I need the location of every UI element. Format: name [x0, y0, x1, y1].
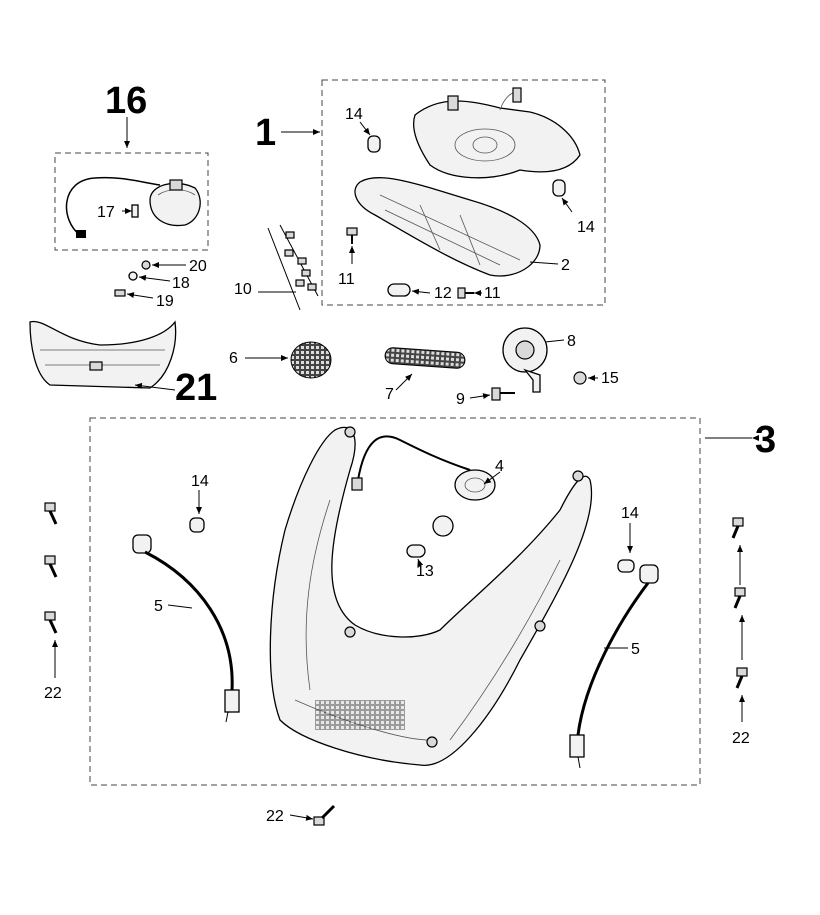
bulb-part-13 [406, 544, 426, 558]
bulb-part-14-right [617, 559, 635, 573]
callout-8: 8 [567, 333, 576, 350]
callout-5-right: 5 [631, 641, 640, 658]
horn-part-8 [502, 327, 548, 393]
nut-part-20 [141, 260, 151, 270]
callout-4: 4 [495, 458, 504, 475]
callout-22-bottom: 22 [266, 808, 284, 825]
callout-3: 3 [755, 419, 776, 461]
callout-15: 15 [601, 370, 619, 387]
callout-6: 6 [229, 350, 238, 367]
bulb-part-14-lower [552, 179, 566, 197]
leader-lines [52, 117, 759, 821]
nut-part-15 [573, 371, 587, 385]
bulb-part-14-left [189, 517, 205, 533]
callout-14-upper: 14 [345, 106, 363, 123]
screw-part-11-right [457, 287, 474, 299]
screws-part-22-right [731, 517, 748, 689]
indicator-lamp-part-16 [65, 176, 201, 238]
screw-set-part-10 [267, 224, 319, 311]
callout-16: 16 [105, 80, 147, 122]
group-box-3 [89, 417, 701, 786]
screw-part-11-left [346, 227, 358, 244]
callout-7: 7 [385, 386, 394, 403]
callout-19: 19 [156, 293, 174, 310]
callout-18: 18 [172, 275, 190, 292]
callout-14-lower: 14 [577, 219, 595, 236]
socket-wire-part-5-left [132, 534, 240, 723]
callout-5-left: 5 [154, 598, 163, 615]
tail-light-lens-part-2 [354, 177, 541, 277]
washer-part-18 [128, 271, 138, 281]
screw-part-22-bottom [313, 804, 336, 826]
front-panel-part-21 [29, 320, 177, 389]
clip-part-17 [131, 204, 139, 218]
callout-1: 1 [255, 112, 276, 154]
callout-21: 21 [175, 367, 217, 409]
headlight-assembly-part-3 [269, 426, 593, 766]
screw-part-19 [114, 289, 126, 297]
callout-22-right: 22 [732, 730, 750, 747]
callout-11-left: 11 [338, 271, 355, 288]
callout-13: 13 [416, 563, 434, 580]
callout-20: 20 [189, 258, 207, 275]
grille-part-6 [290, 341, 332, 379]
wiring-harness-part-4 [351, 435, 496, 537]
callout-17: 17 [97, 204, 115, 221]
grille-part-7 [384, 347, 466, 369]
callout-12: 12 [434, 285, 452, 302]
group-box-1 [321, 79, 606, 306]
callout-9: 9 [456, 391, 465, 408]
bulb-part-12 [387, 283, 411, 297]
callout-14-right: 14 [621, 505, 639, 522]
socket-wire-part-5-right [569, 564, 659, 769]
callout-22-left: 22 [44, 685, 62, 702]
callout-2: 2 [561, 257, 570, 274]
screws-part-22-left [44, 502, 58, 634]
bolt-part-9 [491, 387, 515, 401]
callout-10: 10 [234, 281, 252, 298]
bulb-part-14-upper [367, 135, 381, 153]
callout-11-right: 11 [484, 285, 501, 302]
group-box-16 [54, 152, 209, 251]
tail-light-housing [413, 87, 581, 179]
callout-14-left: 14 [191, 473, 209, 490]
